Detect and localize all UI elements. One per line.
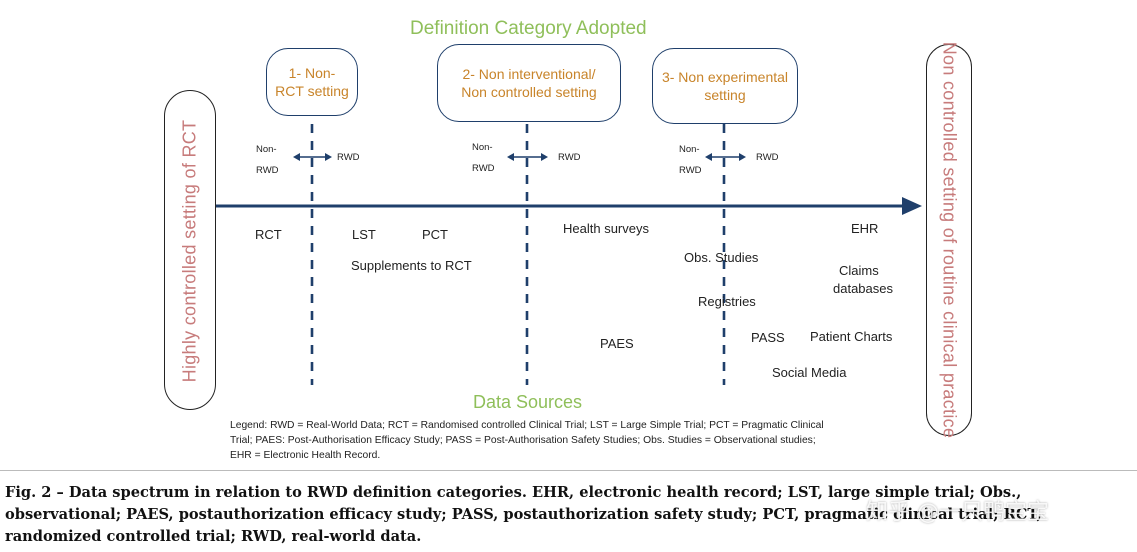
left-side-pill [164,90,216,410]
spectrum-axis-arrowhead [902,197,922,215]
source-patient-charts: Patient Charts [810,329,893,344]
caption-line-2: observational; PAES, postauthorization e… [5,506,1042,523]
double-arrow-2 [507,153,548,161]
category-box-non-experimental: 3- Non experimental setting [652,48,798,124]
source-registries: Registries [698,294,756,309]
category-label-3: 3- Non experimental setting [661,69,789,103]
non-rwd-label-1b: RWD [256,165,279,176]
source-claims-line1: Claims [839,263,879,278]
double-arrow-3 [705,153,746,161]
source-lst: LST [352,227,376,242]
rwd-label-1: RWD [337,152,360,163]
source-paes: PAES [600,336,634,351]
category-box-non-interventional: 2- Non interventional/ Non controlled se… [437,44,621,122]
non-rwd-label-2b: RWD [472,163,495,174]
non-rwd-label-1a: Non- [256,144,277,155]
right-side-pill [926,44,972,436]
source-ehr: EHR [851,221,879,236]
source-social-media: Social Media [772,365,847,380]
non-rwd-label-2a: Non- [472,142,493,153]
source-obs-studies: Obs. Studies [684,250,759,265]
legend: Legend: RWD = Real-World Data; RCT = Ran… [230,418,920,463]
right-side-label: Non controlled setting of routine clinic… [939,41,960,439]
legend-line-3: EHR = Electronic Health Record. [230,450,381,461]
double-arrow-1 [293,153,332,161]
source-pass: PASS [751,330,785,345]
caption-divider [0,470,1137,471]
legend-line-1: Legend: RWD = Real-World Data; RCT = Ran… [230,420,824,431]
diagram-title: Definition Category Adopted [410,18,647,39]
figure-caption: Fig. 2 – Data spectrum in relation to RW… [5,482,1042,548]
legend-line-2: Trial; PAES: Post-Authorisation Efficacy… [230,435,816,446]
source-rct: RCT [255,227,282,242]
non-rwd-label-3a: Non- [679,144,700,155]
data-sources-title: Data Sources [473,392,583,412]
watermark: 知乎 @一只鸭宝宝 [866,500,1049,525]
caption-line-3: randomized controlled trial; RWD, real-w… [5,528,422,545]
rwd-label-2: RWD [558,152,581,163]
source-supplements-to-rct: Supplements to RCT [351,258,472,273]
category-label-2: 2- Non interventional/ Non controlled se… [461,66,597,100]
source-health-surveys: Health surveys [563,221,649,236]
source-pct: PCT [422,227,448,242]
category-label-1: 1- Non-RCT setting [275,65,349,99]
category-box-non-rct: 1- Non-RCT setting [266,48,358,116]
rwd-label-3: RWD [756,152,779,163]
source-claims-line2: databases [833,281,893,296]
caption-line-1: Fig. 2 – Data spectrum in relation to RW… [5,484,1022,501]
left-side-label: Highly controlled setting of RCT [179,119,200,383]
non-rwd-label-3b: RWD [679,165,702,176]
